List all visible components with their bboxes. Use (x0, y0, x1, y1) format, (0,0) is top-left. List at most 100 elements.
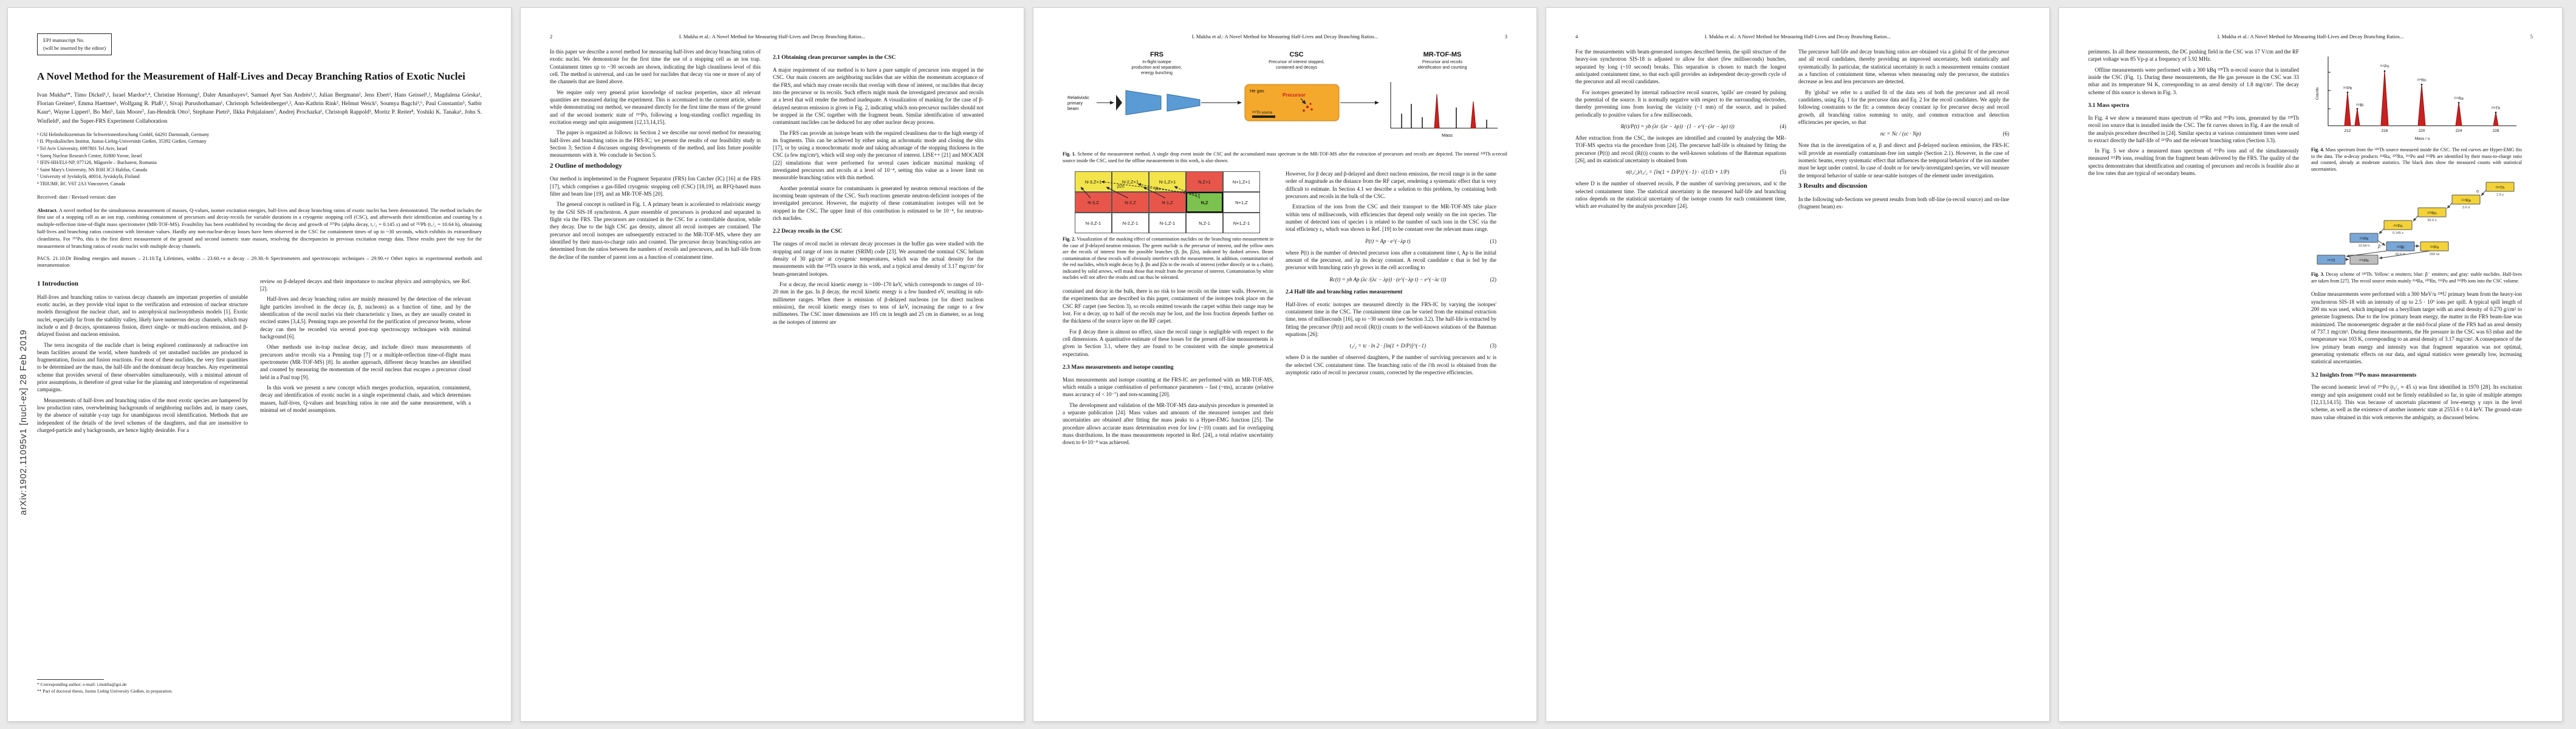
paragraph: Mass measurements and isotope counting a… (1063, 376, 1273, 398)
paragraph: where D is the number of observed recoil… (1575, 180, 1786, 210)
figure-3-caption-label: Fig. 3. (2311, 272, 2324, 278)
equation-number: (2) (1490, 276, 1497, 282)
ion-dot (1303, 109, 1305, 112)
received-line: Received: date / Revised version: date (37, 193, 117, 200)
equation-number: (5) (1780, 169, 1787, 176)
figure-2-caption-text: Visualization of the masking effect of c… (1063, 236, 1273, 281)
abstract: Abstract. A novel method for the simulta… (37, 207, 482, 250)
paragraph: Measurements of half-lives and branching… (37, 397, 248, 434)
production-target (1116, 95, 1122, 111)
alpha-arrow (2379, 228, 2385, 234)
equation-number: (4) (1780, 123, 1787, 129)
figure-4-caption-label: Fig. 4. (2311, 147, 2324, 152)
data-point (2458, 101, 2460, 104)
paragraph: where D is the number of observed daught… (1286, 354, 1496, 375)
nuclide-cell: N,Z+1 (1186, 171, 1223, 193)
affiliation: ⁵ IFIN-HH/ELI-NP, 077126, Măgurele – Buc… (37, 160, 157, 166)
nuclide-label: ²¹⁶Po (2394, 224, 2403, 228)
section-heading: 2 Outline of methodology (550, 162, 622, 169)
half-life-label: 60.6 m (2396, 253, 2406, 256)
paragraph: contained and decay in the bulk, there i… (1063, 287, 1273, 324)
page-2: 2 I. Mukha et al.: A Novel Method for Me… (520, 7, 1024, 722)
page-5: I. Mukha et al.: A Novel Method for Meas… (2058, 7, 2563, 722)
nuclide-label: ²⁰⁸Pb (2359, 259, 2369, 263)
nuclide-box (2383, 220, 2413, 230)
arxiv-watermark: arXiv:1902.11095v1 [nucl-ex] 28 Feb 2019 (18, 329, 29, 515)
paragraph: For the measurements with beam-generated… (1575, 49, 1786, 85)
peak-label: ²¹⁶Po (2380, 64, 2389, 69)
pacs-line: PACS. 21.10.Dr Binding energies and mass… (37, 255, 482, 269)
mrtofms-subtitle: identification and counting (1418, 66, 1467, 70)
section-heading: 2.4 Half-life and branching ratios measu… (1286, 289, 1403, 295)
alpha-arrow (2346, 250, 2387, 258)
figure-1-caption: Fig. 1. Scheme of the measurement method… (1063, 151, 1507, 164)
paragraph: In this work we present a new concept wh… (260, 385, 471, 414)
y-axis-label: Counts (2315, 87, 2320, 100)
equation-body: P(t) = Ap · e^(−λp t) (1365, 238, 1411, 244)
nuclide-cell: N-3,Z-1 (1075, 213, 1112, 234)
section-heading: 2.2 Decay recoils in the CSC (773, 228, 843, 235)
paragraph: Other methods use in-trap nuclear decay,… (260, 344, 471, 380)
he-gas-label: He gas (1250, 88, 1264, 94)
paragraph: In Fig. 4 we show a measured mass spectr… (2088, 114, 2299, 143)
ion-dot (1310, 108, 1313, 111)
paragraph: Half-lives and decay branching ratios ar… (260, 296, 471, 340)
half-life-label: 10.64 h (2358, 244, 2369, 248)
equation-6: nc = Nc / (εc · Np) (6) (1798, 131, 2009, 137)
beam-label: beam (1067, 106, 1079, 111)
affiliation-list: ¹ GSI Helmholtzzentrum für Schwerionenfo… (37, 131, 482, 188)
footnote: * Corresponding author; e-mail: i.mukha@… (37, 682, 127, 687)
data-point (2346, 91, 2349, 94)
figure-1-caption-label: Fig. 1. (1063, 151, 1076, 157)
data-point (2495, 111, 2497, 114)
paragraph: For α decay, the recoil kinetic energy i… (773, 281, 984, 325)
affiliation: ³ Tel Aviv University, 6997801 Tel Aviv,… (37, 145, 128, 151)
affiliation: ⁴ Soreq Nuclear Research Center, 81800 Y… (37, 152, 142, 159)
paragraph: Our method is implemented in the Fragmen… (550, 176, 761, 197)
author-list: Ivan Mukha¹*, Timo Dickel¹,², Israel Mar… (37, 92, 482, 125)
alpha-arrow (2481, 190, 2487, 196)
figure-2-nuclide-grid: N-3,Z+1 N-2,Z+1 N-1,Z+1 N,Z+1 N+1,Z+1 N-… (1075, 171, 1261, 234)
th228-source-strip (1252, 115, 1275, 118)
spectrum-peak-red (1434, 94, 1440, 129)
beta-arrow (2377, 240, 2386, 246)
footnote: ** Part of doctoral thesis, Justus Liebi… (37, 688, 173, 694)
affiliation: ² II. Physikalisches Institut, Justus-Li… (37, 139, 207, 145)
mrtofms-label: MR-TOF-MS (1423, 51, 1462, 58)
ion-dot (1306, 105, 1309, 109)
manuscript-note-sub: (will be inserted by the editor) (43, 44, 106, 51)
nuclide-cell: N-1,Z-1 (1149, 213, 1186, 234)
section-heading: 3 Results and discussion (1798, 182, 1868, 190)
section-heading: 3.1 Mass spectra (2088, 102, 2129, 109)
frs-subtitle: energy bunching (1141, 71, 1173, 75)
nuclide-box (2420, 241, 2449, 252)
peak-label: ²²⁸Th (2492, 106, 2501, 111)
paragraph: The general concept is outlined in Fig. … (550, 201, 761, 260)
csc-subtitle: Precursor of interest stopped, (1269, 60, 1324, 64)
frs-label: FRS (1150, 51, 1163, 58)
section-heading: 2.3 Mass measurements and isotope counti… (1063, 364, 1174, 371)
nuclide-cell: N-2,Z (1112, 192, 1149, 213)
csc-label: CSC (1289, 51, 1303, 58)
nuclide-cell: N-2,Z+1 (1112, 171, 1149, 193)
running-header: 4 I. Mukha et al.: A Novel Method for Me… (1575, 33, 2020, 39)
peak-216po (2380, 70, 2389, 126)
paragraph: A major requirement of our method is to … (773, 66, 984, 126)
alpha-arrow (2379, 250, 2431, 259)
paragraph: Another potential source for contaminant… (773, 185, 984, 222)
paragraph: In the following sub-Sections we present… (1798, 196, 2009, 210)
beam-label: Relativistic (1067, 95, 1089, 100)
x-tick-label: 220 (2419, 129, 2425, 133)
peak-212pb (2344, 92, 2351, 126)
nuclide-label: ²⁰⁸Tl (2328, 259, 2335, 263)
frs-degrader (1166, 94, 1201, 112)
paragraph: For isotopes generated by internal radio… (1575, 89, 1786, 118)
data-point (2383, 70, 2386, 72)
page-4: 4 I. Mukha et al.: A Novel Method for Me… (1546, 7, 2050, 722)
equation-5: σ(t₁/₂)/t₁/₂ = [ln(1 + D/P)]^(−1) · √(1/… (1575, 169, 1786, 175)
equation-4: R(t)/P(t) = yb (λr /(λr − λp)) · (1 − e^… (1575, 123, 1786, 129)
paragraph: The ranges of recoil nuclei in relevant … (773, 241, 984, 277)
paragraph: review on β-delayed decays and their imp… (260, 278, 471, 292)
equation-body: R(t)/P(t) = yb (λr /(λr − λp)) · (1 − e^… (1620, 123, 1735, 129)
running-title: I. Mukha et al.: A Novel Method for Meas… (679, 33, 866, 39)
